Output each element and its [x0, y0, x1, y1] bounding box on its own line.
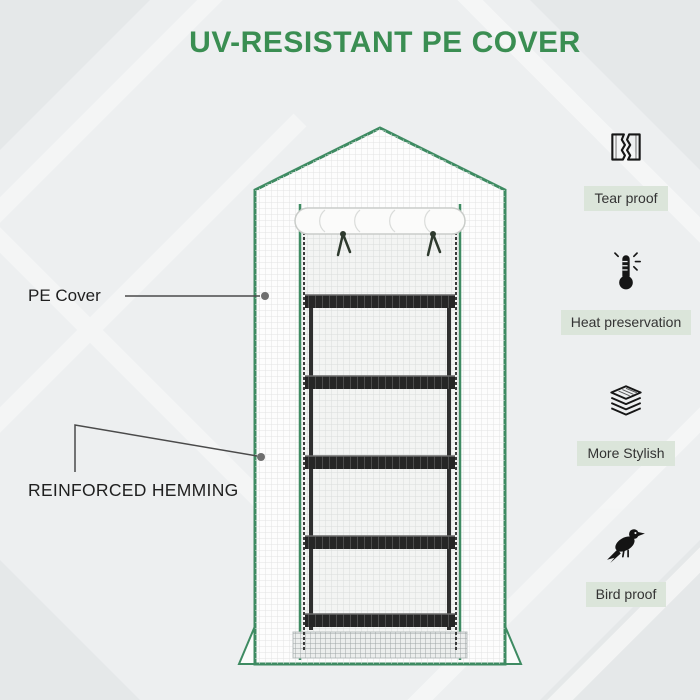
door-frame — [298, 204, 462, 660]
tear-proof-icon — [605, 126, 647, 168]
feature-label-more-stylish: More Stylish — [577, 441, 675, 466]
reinforced-hemming-label: REINFORCED HEMMING — [28, 480, 239, 500]
pe-cover-label: PE Cover — [28, 286, 101, 305]
interior — [292, 232, 468, 659]
rolled-door — [294, 207, 466, 235]
greenhouse-illustration — [235, 118, 525, 678]
shelves — [305, 294, 455, 627]
bird-icon — [605, 522, 647, 564]
feature-label-bird-proof: Bird proof — [585, 582, 667, 607]
thermometer-icon — [605, 250, 647, 292]
feature-tear-proof: Tear proof — [551, 126, 700, 211]
feature-label-heat-preservation: Heat preservation — [560, 310, 692, 335]
tie-straps — [336, 231, 442, 257]
feature-bird-proof: Bird proof — [551, 522, 700, 607]
stacked-layers-icon — [605, 381, 647, 423]
feature-heat-preservation: Heat preservation — [551, 250, 700, 335]
feature-more-stylish: More Stylish — [551, 381, 700, 466]
callout-pe-cover: PE Cover — [28, 286, 101, 306]
feature-label-tear-proof: Tear proof — [584, 186, 668, 211]
page-title: UV-RESISTANT PE COVER — [189, 26, 581, 59]
callout-reinforced-hemming: REINFORCED HEMMING — [28, 480, 239, 501]
mesh-floor — [292, 631, 468, 659]
